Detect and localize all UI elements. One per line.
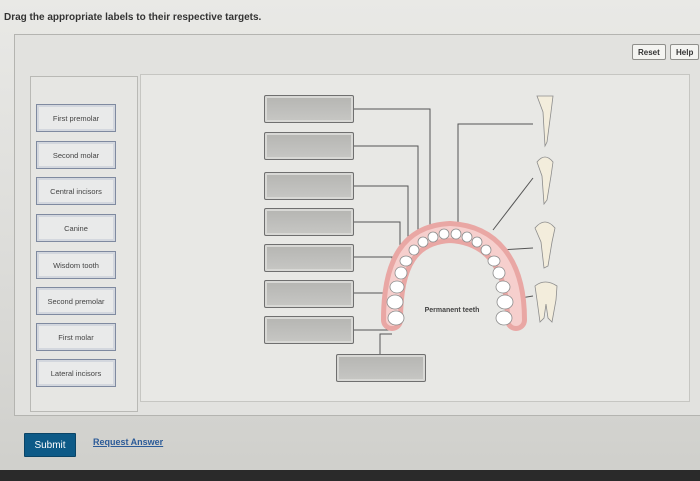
label-second-premolar[interactable]: Second premolar xyxy=(36,287,116,315)
drop-target-5[interactable] xyxy=(264,244,354,272)
label-first-molar[interactable]: First molar xyxy=(36,323,116,351)
help-button[interactable]: Help xyxy=(670,44,700,60)
label-first-premolar[interactable]: First premolar xyxy=(36,104,116,132)
submit-button[interactable]: Submit xyxy=(24,433,76,457)
molar-tooth-icon xyxy=(534,281,558,323)
bottom-bar xyxy=(0,470,700,481)
arch-teeth xyxy=(386,228,514,326)
drop-target-8[interactable] xyxy=(336,354,426,382)
drop-target-2[interactable] xyxy=(264,132,354,160)
label-bank xyxy=(30,76,138,412)
drop-target-6[interactable] xyxy=(264,280,354,308)
drop-target-3[interactable] xyxy=(264,172,354,200)
label-central-incisors[interactable]: Central incisors xyxy=(36,177,116,205)
label-wisdom-tooth[interactable]: Wisdom tooth xyxy=(36,251,116,279)
reset-button[interactable]: Reset xyxy=(632,44,666,60)
instruction-text: Drag the appropriate labels to their res… xyxy=(4,12,262,23)
canine-tooth-icon xyxy=(536,156,554,206)
label-canine[interactable]: Canine xyxy=(36,214,116,242)
leader-lines xyxy=(354,108,534,356)
label-second-molar[interactable]: Second molar xyxy=(36,141,116,169)
premolar-tooth-icon xyxy=(534,221,556,269)
drop-target-7[interactable] xyxy=(264,316,354,344)
incisor-tooth-icon xyxy=(536,95,554,148)
drop-target-1[interactable] xyxy=(264,95,354,123)
label-lateral-incisors[interactable]: Lateral incisors xyxy=(36,359,116,387)
arch-caption: Permanent teeth xyxy=(425,307,480,314)
drop-target-4[interactable] xyxy=(264,208,354,236)
request-answer-link[interactable]: Request Answer xyxy=(93,437,164,447)
